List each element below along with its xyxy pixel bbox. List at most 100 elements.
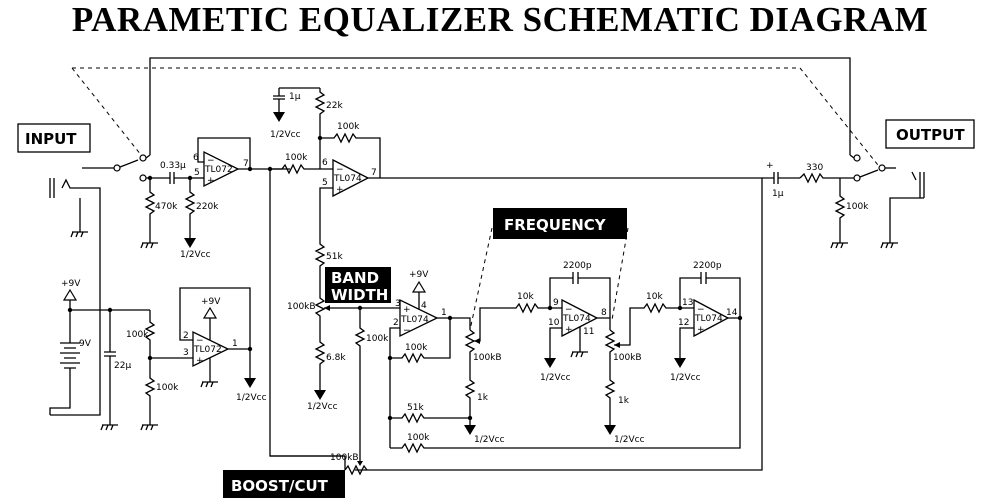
- half-vcc-label: 1/2Vcc: [474, 435, 505, 445]
- input-label: INPUT: [25, 130, 77, 148]
- bandwidth-label-box: BAND WIDTH: [325, 267, 391, 304]
- boost-cut-label: BOOST/CUT: [231, 477, 329, 495]
- capacitor-2200p-b-label: 2200p: [693, 261, 722, 271]
- output-switch-lever[interactable]: [859, 169, 879, 178]
- resistor-220k-label: 220k: [196, 202, 219, 212]
- pin-label: 2: [393, 318, 399, 328]
- frequency-pot-1: [464, 329, 476, 425]
- half-vcc-label: 1/2Vcc: [270, 130, 301, 140]
- frequency-pot-2: [604, 329, 616, 425]
- minus-sign: −: [697, 305, 705, 315]
- pin-label: 5: [194, 168, 200, 178]
- plus-sign: +: [766, 161, 774, 171]
- resistor-470k: [144, 178, 156, 243]
- pin-label: 1: [441, 308, 447, 318]
- opamp-u2c-label: TL074: [562, 314, 591, 324]
- pin-label: 6: [322, 158, 328, 168]
- resistor-100k-bandwidth-label: 100k: [366, 334, 389, 344]
- pin-label: 5: [322, 178, 328, 188]
- resistor-1k-a-label: 1k: [477, 393, 489, 403]
- resistor-51k-bottom-label: 51k: [407, 403, 424, 413]
- opamp-u1b-label: TL072: [193, 345, 222, 355]
- bypass-switch-link: [72, 67, 879, 166]
- half-vcc-arrow: [184, 238, 196, 248]
- resistor-1k-b-label: 1k: [618, 396, 630, 406]
- plus-sign: +: [336, 185, 344, 195]
- battery-label: 9V: [79, 339, 92, 349]
- capacitor-22u-label: 22μ: [114, 361, 131, 371]
- resistor-100k-feedback: [320, 132, 381, 178]
- pin-label: 12: [678, 318, 689, 328]
- opamp-u2b-label: TL074: [400, 315, 429, 325]
- resistor-51k-bottom: [390, 412, 470, 424]
- resistor-10k-b: [640, 302, 694, 314]
- resistor-100k-output: [834, 178, 846, 243]
- pin-label: 14: [726, 308, 738, 318]
- main-output-bus: [355, 177, 763, 471]
- resistor-100k-bottom-label: 100k: [407, 433, 430, 443]
- input-label-box: INPUT: [17, 123, 91, 153]
- minus-sign: −: [403, 326, 411, 336]
- capacitor-2200p-a: [549, 272, 611, 318]
- opamp-u2d-label: TL074: [694, 314, 723, 324]
- resistor-10k-a-label: 10k: [517, 292, 534, 302]
- resistor-100k-input: [270, 163, 320, 175]
- pin-label: 11: [583, 327, 594, 337]
- bypass-switch-link-left: [71, 67, 146, 161]
- capacitor-0.33u: [168, 172, 192, 184]
- ground-symbol: [140, 424, 158, 431]
- boost-cut-label-box: BOOST/CUT: [223, 470, 345, 498]
- half-vcc-arrow: [604, 425, 616, 435]
- plus-9v-label: +9V: [409, 270, 429, 280]
- input-jack: [49, 178, 101, 416]
- half-vcc-label: 1/2Vcc: [236, 393, 267, 403]
- pin-label: 6: [193, 153, 199, 163]
- output-jack: [889, 171, 925, 243]
- voltage-divider: [144, 310, 156, 425]
- half-vcc-arrow: [244, 378, 256, 388]
- plus-9v-symbol: [411, 280, 427, 293]
- plus-sign: +: [697, 325, 705, 335]
- resistor-330: [799, 172, 856, 184]
- frequency-label-box: FREQUENCY: [493, 208, 627, 239]
- pin-label: 8: [601, 308, 607, 318]
- pin-label: 10: [548, 318, 560, 328]
- half-vcc-arrow: [544, 358, 556, 368]
- switch-terminal: [878, 164, 886, 172]
- pin-label: 9: [553, 298, 559, 308]
- minus-sign: −: [565, 305, 573, 315]
- band-label: BAND: [331, 269, 379, 287]
- resistor-100k-u2b-feedback-label: 100k: [405, 343, 428, 353]
- ground-symbol: [200, 381, 218, 388]
- resistor-100k-output-label: 100k: [846, 202, 869, 212]
- plus-sign: +: [196, 356, 204, 366]
- input-switch-lever[interactable]: [119, 159, 139, 168]
- frequency-label: FREQUENCY: [504, 216, 607, 234]
- pin-label: 4: [421, 301, 427, 311]
- plus-9v-label: +9V: [61, 279, 81, 289]
- resistor-100k-input-label: 100k: [285, 153, 308, 163]
- capacitor-2200p-b: [679, 272, 741, 318]
- half-vcc-label: 1/2Vcc: [180, 250, 211, 260]
- half-vcc-arrow: [464, 425, 476, 435]
- switch-terminal: [113, 164, 121, 172]
- frequency-pot-1-wiper[interactable]: [474, 307, 512, 342]
- plus-9v-label: +9V: [201, 297, 221, 307]
- width-label: WIDTH: [331, 286, 388, 304]
- capacitor-1u: [273, 88, 285, 112]
- capacitor-1u-output: [762, 172, 800, 184]
- resistor-100k-div-b-label: 100k: [156, 383, 179, 393]
- capacitor-1u-output-label: 1μ: [772, 189, 784, 199]
- resistor-470k-label: 470k: [155, 202, 178, 212]
- plus-sign: +: [207, 176, 215, 186]
- opamp-u1a-label: TL072: [204, 165, 233, 175]
- half-vcc-label: 1/2Vcc: [670, 373, 701, 383]
- resistor-330-label: 330: [806, 163, 823, 173]
- capacitor-0.33u-label: 0.33μ: [160, 161, 186, 171]
- resistor-100k-feedback-label: 100k: [337, 122, 360, 132]
- pin-label: 3: [395, 299, 401, 309]
- frequency-pot-2-wiper[interactable]: [614, 307, 640, 346]
- output-label: OUTPUT: [896, 126, 965, 144]
- bandwidth-resistor-chain: [314, 240, 326, 390]
